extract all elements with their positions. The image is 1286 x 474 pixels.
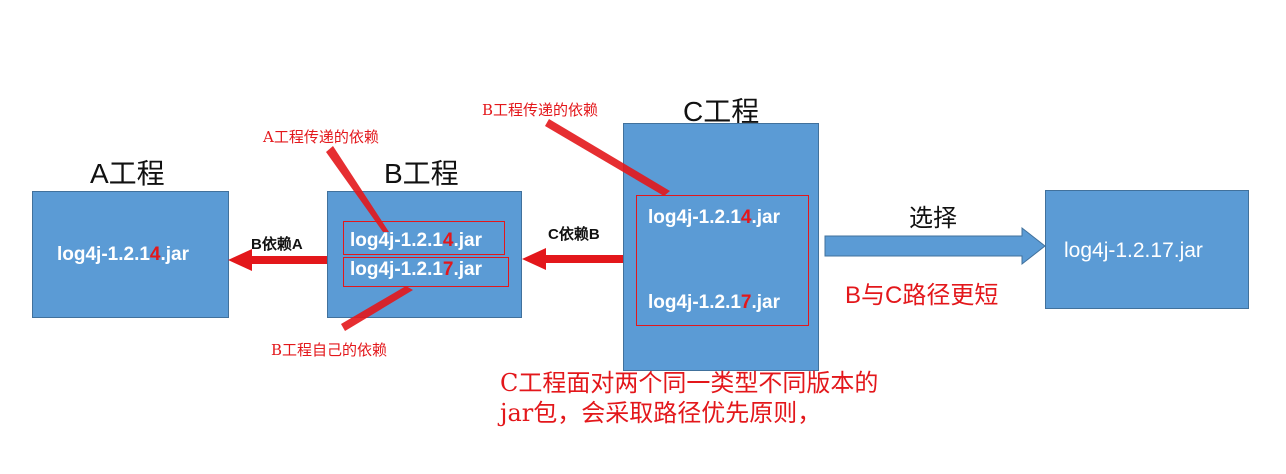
b-own-callout (341, 286, 413, 331)
a-jar-label: log4j-1.2.14.jar (57, 244, 190, 265)
c-project-box (623, 123, 819, 371)
a-transitive-note: A工程传递的依赖 (263, 128, 379, 146)
b-depends-a-arrow (228, 249, 327, 271)
c-project-title: C工程 (683, 96, 760, 127)
b-depends-a-label: B依赖A (251, 236, 303, 253)
explain-line-1: C工程面对两个同一类型不同版本的 (500, 369, 879, 397)
c-jar-1-label: log4j-1.2.14.jar (648, 207, 781, 228)
b-project-title: B工程 (384, 158, 459, 189)
c-jar-2-label: log4j-1.2.17.jar (648, 292, 781, 313)
b-transitive-note: B工程传递的依赖 (482, 101, 599, 119)
b-transitive-callout (545, 119, 670, 196)
b-jar-2-label: log4j-1.2.17.jar (350, 259, 483, 280)
a-project-title: A工程 (90, 158, 165, 189)
c-depends-b-arrow (522, 248, 623, 270)
b-transitive-frame (343, 221, 505, 255)
c-depends-b-label: C依赖B (548, 226, 600, 243)
explain-line-2: jar包，会采取路径优先原则， (500, 399, 822, 427)
choose-label: 选择 (909, 205, 957, 232)
result-jar-label: log4j-1.2.17.jar (1064, 239, 1203, 262)
b-jar-1-label: log4j-1.2.14.jar (350, 230, 483, 251)
a-project-box (32, 191, 229, 318)
c-jars-frame (636, 195, 809, 326)
reason-label: B与C路径更短 (845, 282, 999, 309)
b-own-note: B工程自己的依赖 (271, 341, 388, 359)
b-own-frame (343, 257, 509, 287)
choose-arrow (824, 226, 1046, 266)
a-transitive-callout (326, 146, 389, 232)
result-box (1045, 190, 1249, 309)
